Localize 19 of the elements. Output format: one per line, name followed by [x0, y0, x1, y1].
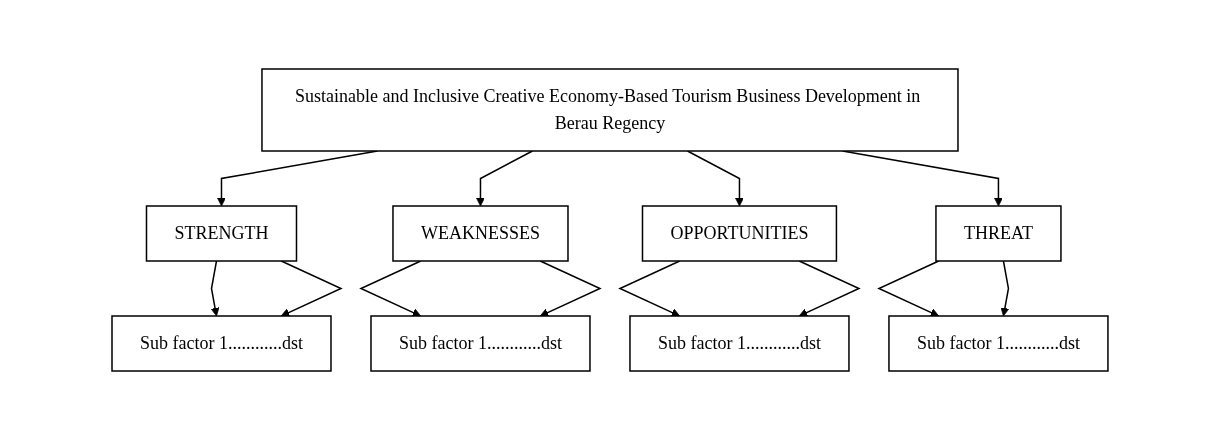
node-box: Sub factor 1............dst: [370, 315, 591, 372]
arrow: [359, 260, 422, 317]
node-box: STRENGTH: [145, 205, 298, 262]
node-box: Sub factor 1............dst: [629, 315, 850, 372]
node-box: WEAKNESSES: [392, 205, 569, 262]
arrow: [618, 260, 681, 317]
arrow: [1000, 260, 1010, 317]
arrow: [798, 260, 861, 317]
node-box: THREAT: [935, 205, 1062, 262]
arrow: [280, 260, 343, 317]
arrow: [686, 150, 744, 207]
arrow: [476, 150, 534, 207]
node-box: Sub factor 1............dst: [111, 315, 332, 372]
node-box: Sustainable and Inclusive Creative Economy-Based Tourism Business Development in Berau Regency: [261, 68, 959, 152]
arrow: [210, 260, 220, 317]
node-box: Sub factor 1............dst: [888, 315, 1109, 372]
arrow: [877, 260, 940, 317]
arrow: [539, 260, 602, 317]
node-box: OPPORTUNITIES: [641, 205, 838, 262]
